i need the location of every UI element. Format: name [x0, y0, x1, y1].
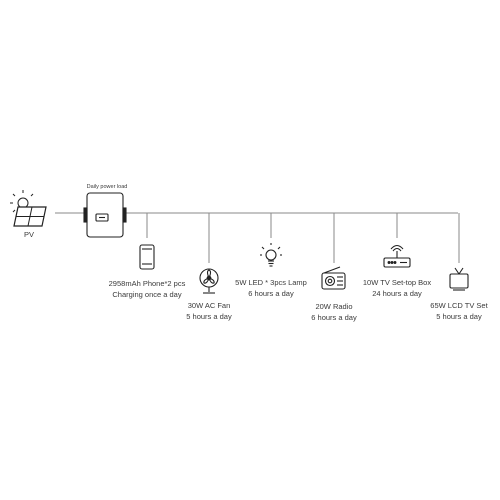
- load-phone-usage: Charging once a day: [112, 290, 182, 299]
- radio-icon: [321, 266, 346, 290]
- smartphone-icon: [139, 244, 155, 270]
- light-bulb-icon: [260, 243, 282, 267]
- load-stb-power: 10W TV Set-top Box: [362, 278, 432, 287]
- load-fan-power: 30W AC Fan: [187, 301, 231, 310]
- load-stb-usage: 24 hours a day: [372, 289, 422, 298]
- desk-fan-icon: [199, 268, 219, 294]
- inverter-icon: [83, 192, 127, 238]
- load-fan-usage: 5 hours a day: [186, 312, 232, 321]
- load-phone-power: 2958mAh Phone*2 pcs: [108, 279, 186, 288]
- tv-icon: [449, 267, 469, 291]
- solar-panel-sun-icon: [10, 190, 47, 227]
- set-top-box-icon: [383, 244, 411, 268]
- load-lamp-usage: 6 hours a day: [248, 289, 294, 298]
- load-tv-power: 65W LCD TV Set: [430, 301, 488, 310]
- inverter-caption: Daily power load: [86, 184, 128, 190]
- load-radio-power: 20W Radio: [315, 302, 353, 311]
- load-lamp-power: 5W LED * 3pcs Lamp: [235, 278, 307, 287]
- load-tv-usage: 5 hours a day: [436, 312, 482, 321]
- load-radio-usage: 6 hours a day: [311, 313, 357, 322]
- pv-label: PV: [23, 230, 35, 239]
